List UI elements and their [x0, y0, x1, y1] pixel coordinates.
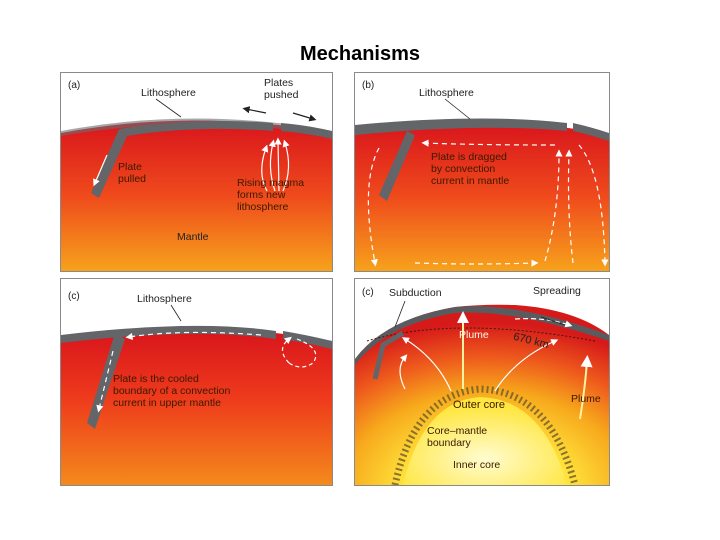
panel-a-tag: (a) [68, 80, 81, 91]
lithosphere-plate [61, 325, 276, 343]
panel-a-illustration [61, 98, 332, 271]
panel-d-illustration [355, 300, 609, 485]
lithosphere-plate-right [281, 123, 332, 139]
lithosphere-label: Lithosphere [419, 87, 474, 99]
panel-b-tag: (b) [362, 80, 375, 91]
outer-core-label: Outer core [453, 399, 505, 411]
mantle-shape [61, 120, 332, 271]
outer-core [403, 397, 567, 485]
subduction-label: Subduction [389, 287, 442, 299]
dragged-label: Plate is dragged by convection current i… [431, 151, 510, 187]
plates-pushed-label: Plates pushed [264, 77, 299, 101]
plume-right-label: Plume [571, 393, 601, 405]
panel-d-tag: (c) [362, 287, 374, 298]
core-mantle-boundary [391, 385, 579, 485]
panel-c: (c) Lithosphere Plate is the cooled boun… [60, 278, 333, 486]
lithosphere-plate [119, 121, 273, 136]
inner-core-label: Inner core [453, 459, 501, 471]
lithosphere-plate [355, 118, 567, 135]
panel-c-tag: (c) [68, 291, 80, 302]
panel-d: (c) Subduction Spreading Plume 670 km Ou… [354, 278, 610, 486]
panel-c-illustration [61, 304, 332, 485]
panel-a: (a) Lithosphere Plates pushed Plate pull… [60, 72, 333, 272]
plate-pulled-label: Plate pulled [118, 161, 147, 185]
subducting-slab [91, 129, 127, 198]
panel-b-illustration [355, 98, 609, 271]
lithosphere-label: Lithosphere [141, 87, 196, 99]
rising-magma-label: Rising magma forms new lithosphere [237, 177, 305, 213]
subducting-slab [379, 131, 415, 201]
core-mantle-boundary-label: Core–mantle boundary [427, 425, 488, 449]
spreading-label: Spreading [533, 285, 581, 297]
lithosphere-label: Lithosphere [137, 293, 192, 305]
panel-b: (b) Lithosphere Plate is dragged by conv… [354, 72, 610, 272]
mantle-label: Mantle [177, 231, 209, 243]
plume-top-label: Plume [459, 329, 489, 341]
page-title: Mechanisms [299, 43, 421, 65]
cooled-boundary-label: Plate is the cooled boundary of a convec… [113, 373, 231, 409]
